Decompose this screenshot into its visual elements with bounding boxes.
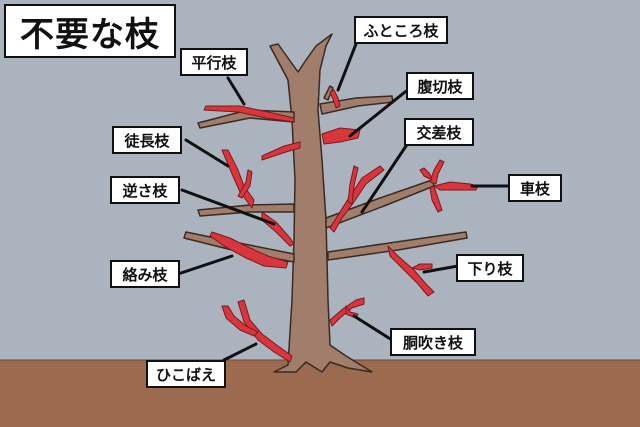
leader-lines <box>176 42 512 362</box>
page-title: 不要な枝 <box>20 14 160 55</box>
unwanted-branches <box>203 89 479 363</box>
label-tochou: 徒長枝 <box>112 126 182 154</box>
label-karami: 絡み枝 <box>110 260 180 288</box>
title-box: 不要な枝 <box>4 4 176 58</box>
label-heikou: 平行枝 <box>180 48 248 76</box>
label-dobuki: 胴吹き枝 <box>390 328 476 356</box>
label-futokoro: ふところ枝 <box>354 16 448 44</box>
label-kousa: 交差枝 <box>404 118 474 146</box>
label-gyakusa: 逆さ枝 <box>110 176 180 204</box>
label-hikobae: ひこばえ <box>146 360 226 388</box>
label-shitari: 下り枝 <box>456 254 524 282</box>
label-fukusetsu: 腹切枝 <box>406 72 474 100</box>
label-kuruma: 車枝 <box>508 174 562 202</box>
